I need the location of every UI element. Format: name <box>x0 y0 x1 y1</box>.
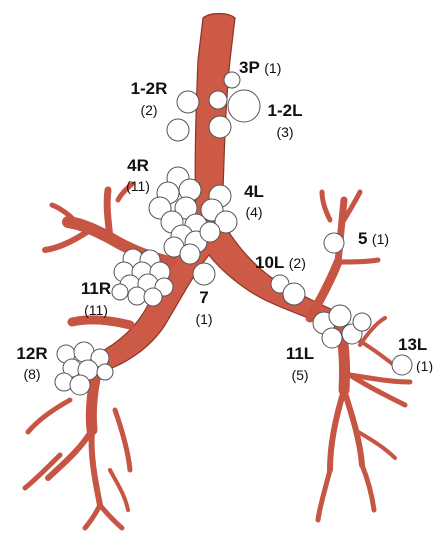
lymph-node-1-2l <box>208 90 228 110</box>
lymph-node-11r <box>111 283 129 301</box>
right-lower-branch-b <box>45 427 95 481</box>
lymph-node-11r <box>143 287 163 307</box>
lymph-node-4r <box>174 196 198 220</box>
lymph-node-7 <box>192 262 216 286</box>
node-count: (5) <box>291 367 309 383</box>
lymph-node-1-2r <box>176 90 200 114</box>
station-name: 12R <box>16 344 48 363</box>
right-lower-branch-d <box>97 502 125 531</box>
lymph-node-11l <box>352 312 372 332</box>
station-label-1-2r: 1-2R (2) <box>124 80 174 117</box>
right-upper-branch-d <box>115 181 135 203</box>
node-count: (1) <box>195 311 213 327</box>
station-label-13l: 13L (1) <box>398 336 439 373</box>
lymph-node-12r <box>69 374 91 396</box>
lymph-node-4l <box>199 221 221 243</box>
lymph-node-1-2r <box>166 118 190 142</box>
node-count: (8) <box>23 366 41 382</box>
right-middle-bronchus <box>67 315 135 330</box>
node-count: (11) <box>84 302 108 318</box>
node-count: (2) <box>140 102 158 118</box>
station-name: 13L <box>398 336 428 354</box>
lymph-nodes <box>54 71 413 396</box>
left-upper-branch-d <box>319 189 333 223</box>
right-lower-branch-a <box>88 427 103 508</box>
lymph-node-4l <box>214 210 238 234</box>
lymph-node-13l <box>391 354 413 376</box>
right-lower-branch-f <box>22 452 63 491</box>
station-name: 1-2R <box>130 79 168 98</box>
lymph-node-11l <box>321 327 343 349</box>
right-lower-branch-h <box>108 468 130 512</box>
station-name: 4L <box>244 182 264 201</box>
station-label-12r: 12R (8) <box>10 345 54 381</box>
lymph-node-10l <box>282 282 306 306</box>
station-name: 1-2L <box>267 101 303 120</box>
left-lower-branch-b <box>327 387 347 473</box>
node-count: (4) <box>245 204 263 220</box>
airway-tree <box>22 12 413 531</box>
station-name: 5 <box>358 229 368 248</box>
left-lower-branch-g <box>353 428 397 460</box>
station-label-4l: 4L (4) <box>236 183 272 219</box>
lymph-node-3p <box>223 71 241 89</box>
left-lower-branch-e <box>315 467 333 523</box>
lymph-node-11r <box>127 286 147 306</box>
lymph-node-4r <box>179 243 201 265</box>
right-upper-branch-b <box>42 227 93 253</box>
station-name: 11L <box>285 344 315 363</box>
station-label-1-2l: 1-2L (3) <box>260 102 310 139</box>
lymph-node-1-2l <box>227 89 261 123</box>
node-count: (1) <box>416 358 434 373</box>
station-name: 11R <box>80 279 112 298</box>
lymph-node-1-2l <box>208 115 232 139</box>
left-lower-branch-d <box>347 372 413 385</box>
station-name: 7 <box>199 288 209 307</box>
station-label-10l: 10L (2) <box>255 254 306 272</box>
left-lower-branch-f <box>359 462 377 513</box>
right-lower-branch-c <box>82 502 103 531</box>
node-count: (2) <box>288 255 306 271</box>
left-upper-branch-c <box>335 257 381 265</box>
node-count: (1) <box>371 231 390 247</box>
station-label-11r: 11R (11) <box>72 280 120 317</box>
left-lower-bronchus <box>334 319 351 396</box>
right-upper-branch-c <box>49 202 83 229</box>
left-upper-branch-a <box>334 196 348 266</box>
right-lower-branch-g <box>112 407 133 473</box>
left-upper-branch-b <box>341 189 363 223</box>
right-upper-branch-a <box>103 186 114 242</box>
station-label-3p: 3P (1) <box>239 59 281 77</box>
station-name: 4R <box>127 156 149 175</box>
node-count: (3) <box>276 124 294 140</box>
lymph-node-5 <box>323 232 345 254</box>
lymph-node-11l <box>328 304 352 328</box>
right-lower-branch-e <box>25 397 73 435</box>
left-lower-branch-a <box>341 387 365 468</box>
station-label-4r: 4R (11) <box>118 157 158 193</box>
station-name: 3P <box>239 58 260 77</box>
left-lower-branch-i <box>356 338 397 368</box>
node-count: (11) <box>126 178 150 194</box>
left-upper-bronchus <box>305 257 343 323</box>
node-count: (1) <box>264 60 282 76</box>
station-name: 10L <box>255 253 285 272</box>
lymph-node-12r <box>96 363 114 381</box>
station-label-5: 5 (1) <box>358 230 389 248</box>
station-label-7: 7 (1) <box>190 289 218 326</box>
station-label-11l: 11L (5) <box>278 345 322 382</box>
